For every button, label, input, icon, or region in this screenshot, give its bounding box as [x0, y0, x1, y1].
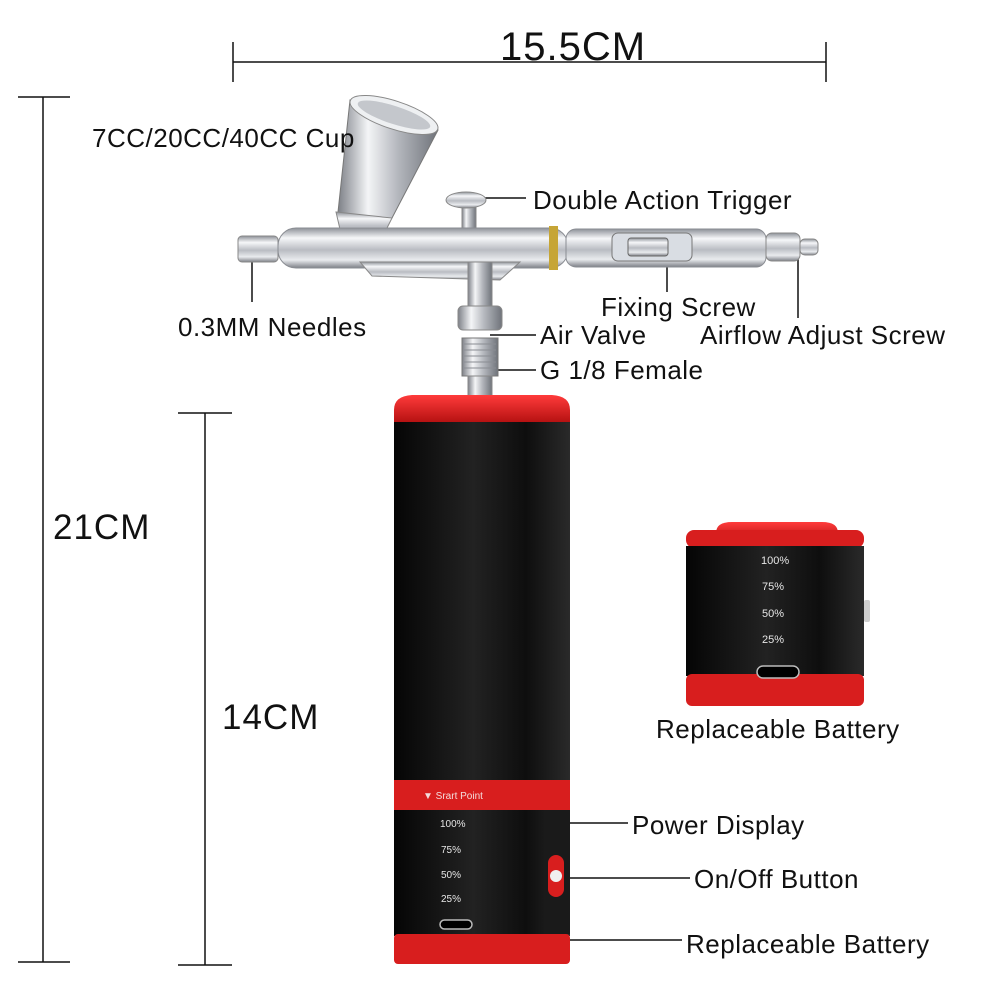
air-valve-assembly	[457, 261, 503, 399]
battery-level-100: 100%	[761, 555, 790, 567]
trigger-callout: Double Action Trigger	[533, 185, 793, 215]
fixing-screw-callout: Fixing Screw	[601, 292, 756, 322]
device-level-75: 75%	[441, 845, 462, 856]
start-point-label: ▼ Srart Point	[423, 791, 483, 802]
battery-level-25: 25%	[762, 634, 785, 646]
battery-level-75: 75%	[762, 581, 785, 593]
replaceable-battery-bottom-callout: Replaceable Battery	[686, 929, 930, 959]
female-callout: G 1/8 Female	[540, 355, 704, 385]
needles-callout: 0.3MM Needles	[178, 312, 367, 342]
device-level-50: 50%	[441, 870, 462, 881]
replaceable-battery-image	[686, 522, 870, 706]
air-valve-callout: Air Valve	[540, 320, 647, 350]
power-display-callout: Power Display	[632, 810, 805, 840]
paint-cup	[335, 95, 439, 239]
cup-callout: 7CC/20CC/40CC Cup	[92, 123, 355, 153]
body-height-dimension-label: 14CM	[222, 698, 320, 737]
device-level-100: 100%	[440, 819, 466, 830]
compressor-body	[394, 395, 570, 964]
airflow-screw-callout: Airflow Adjust Screw	[700, 320, 946, 350]
battery-level-50: 50%	[762, 608, 785, 620]
width-dimension-label: 15.5CM	[500, 25, 647, 69]
airbrush-barrel	[237, 226, 819, 281]
device-level-25: 25%	[441, 894, 462, 905]
on-off-button-callout: On/Off Button	[694, 864, 860, 894]
replaceable-battery-side-callout: Replaceable Battery	[656, 714, 900, 744]
double-action-trigger	[445, 191, 487, 230]
total-height-dimension-label: 21CM	[53, 508, 151, 547]
